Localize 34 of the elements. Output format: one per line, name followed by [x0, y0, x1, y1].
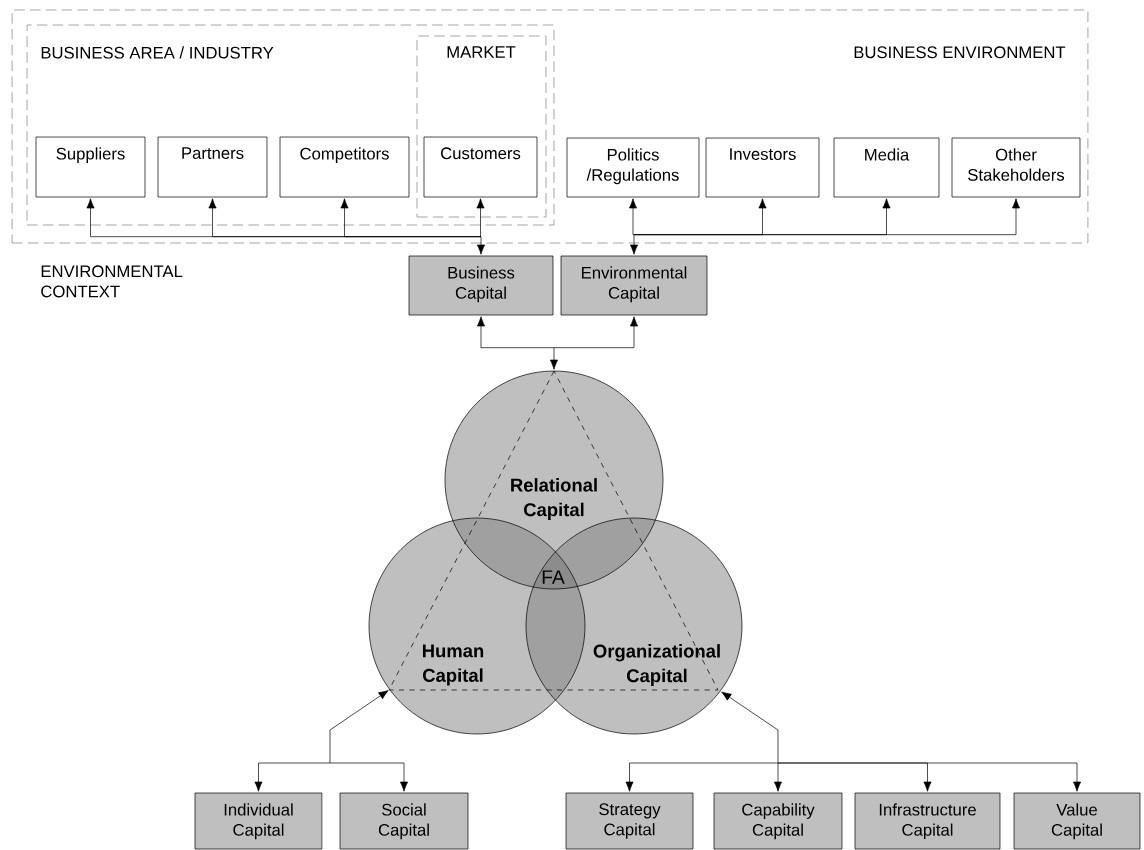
connector-arrow — [630, 234, 638, 255]
connector-arrow — [633, 198, 1020, 235]
capital-box: Environmental Capital — [560, 255, 708, 316]
capital-box: Strategy Capital — [565, 792, 694, 850]
stakeholder-box: Other Stakeholders — [951, 137, 1081, 198]
stakeholder-box: Politics /Regulations — [566, 137, 700, 198]
connector-arrow — [329, 690, 389, 764]
connector-arrow — [329, 762, 408, 792]
capital-box: Infrastructure Capital — [854, 792, 1001, 850]
intersection-label: FA — [542, 570, 565, 584]
connector-arrow — [774, 762, 782, 792]
capital-box: Value Capital — [1013, 792, 1141, 850]
capital-box: Social Capital — [339, 792, 469, 850]
capital-box: Individual Capital — [194, 792, 323, 850]
connector-arrow — [777, 762, 1081, 792]
stakeholder-box: Partners — [157, 136, 268, 198]
connector-arrow — [625, 762, 779, 792]
stakeholder-box: Customers — [423, 136, 538, 198]
stakeholder-box: Competitors — [279, 136, 410, 198]
context-label: ENVIRONMENTAL CONTEXT — [41, 265, 183, 298]
connector-arrow — [254, 762, 331, 792]
connector-arrow — [476, 198, 485, 237]
stakeholder-box: Media — [833, 137, 940, 198]
stakeholder-box: Suppliers — [35, 136, 146, 198]
connector-arrow — [721, 691, 779, 764]
stakeholder-box: Investors — [705, 137, 820, 198]
connector-arrow — [629, 198, 637, 235]
connector-arrow — [553, 316, 638, 349]
connector-arrow — [340, 198, 482, 237]
connector-arrow — [477, 236, 485, 255]
connector-arrow — [477, 316, 555, 349]
capital-box: Business Capital — [408, 255, 554, 316]
connector-arrow — [550, 347, 558, 370]
capital-box: Capability Capital — [713, 792, 843, 850]
